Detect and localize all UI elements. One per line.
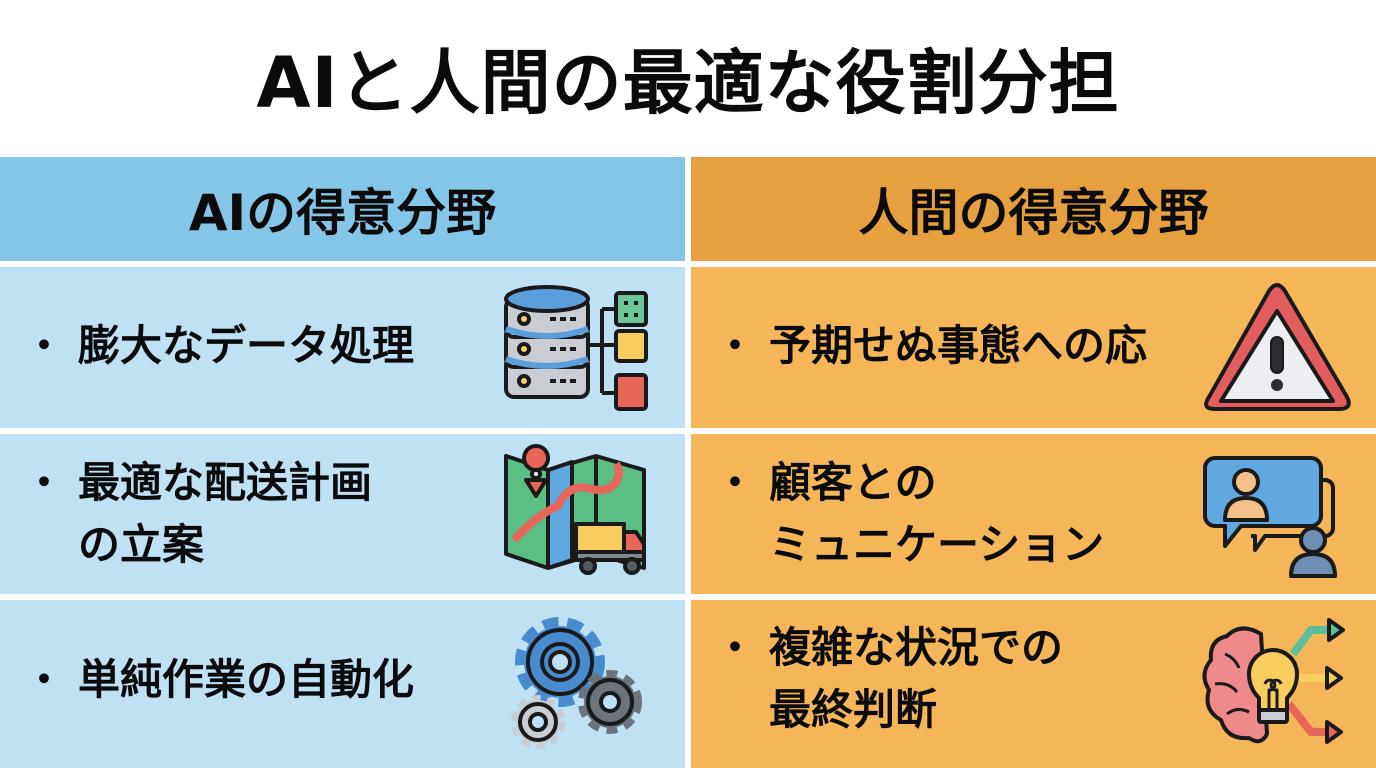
human-item-unexpected-events: ・ 予期せぬ事態への応 bbox=[691, 267, 1376, 428]
item-text: 膨大なデータ処理 bbox=[78, 320, 415, 370]
bullet: ・ bbox=[715, 322, 755, 369]
bullet: ・ bbox=[715, 625, 755, 671]
brain-lightbulb-decision-icon bbox=[1202, 618, 1345, 744]
human-item-communication: ・ 顧客との ミュニケーション bbox=[691, 434, 1376, 594]
human-column: 人間の得意分野 ・ 予期せぬ事態への応 ・ 顧客との ミュニケーション bbox=[691, 157, 1376, 768]
ai-item-automation: ・ 単純作業の自動化 bbox=[0, 600, 685, 768]
ai-item-data-processing: ・ 膨大なデータ処理 bbox=[0, 267, 685, 428]
item-text-line-1: 顧客との bbox=[769, 458, 937, 507]
ai-item-delivery-planning: ・ 最適な配送計画 の立案 bbox=[0, 434, 685, 594]
item-text-line-2: の立案 bbox=[78, 520, 205, 569]
item-text: 予期せぬ事態への応 bbox=[769, 320, 1148, 370]
item-text: 単純作業の自動化 bbox=[78, 655, 415, 704]
ai-column-header: AIの得意分野 bbox=[0, 157, 685, 261]
map-delivery-truck-icon bbox=[504, 444, 646, 575]
item-text-line-2: ミュニケーション bbox=[769, 520, 1105, 569]
database-network-icon bbox=[504, 285, 648, 411]
bullet: ・ bbox=[715, 460, 755, 506]
bullet: ・ bbox=[24, 460, 64, 506]
item-text-line-1: 最適な配送計画 bbox=[78, 458, 373, 507]
conversation-people-icon bbox=[1203, 456, 1337, 578]
human-item-final-judgment: ・ 複雑な状況での 最終判断 bbox=[691, 600, 1376, 768]
item-text-line-1: 複雑な状況での bbox=[769, 623, 1064, 672]
page-title: AIと人間の最適な役割分担 bbox=[256, 42, 1120, 124]
human-column-header: 人間の得意分野 bbox=[691, 157, 1376, 261]
item-text-line-2: 最終判断 bbox=[769, 685, 938, 734]
bullet: ・ bbox=[24, 657, 64, 703]
warning-triangle-icon bbox=[1204, 283, 1351, 411]
gears-icon bbox=[511, 617, 642, 749]
bullet: ・ bbox=[24, 322, 64, 369]
ai-column: AIの得意分野 ・ 膨大なデータ処理 bbox=[0, 157, 685, 768]
